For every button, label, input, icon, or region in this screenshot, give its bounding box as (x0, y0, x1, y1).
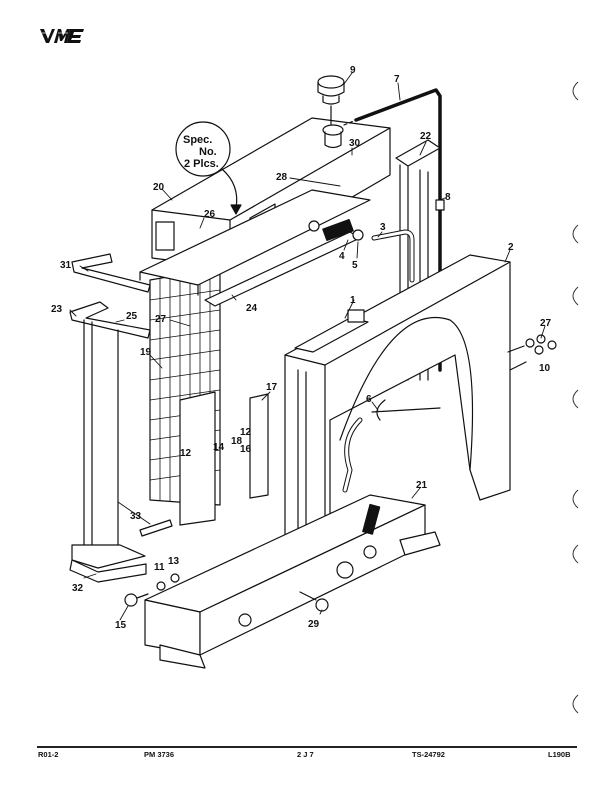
vme-logo-icon (40, 29, 84, 43)
footer-divider (37, 746, 577, 748)
callout-31: 31 (60, 260, 72, 271)
footer-manual-number: PM 3736 (144, 750, 175, 759)
callout-29: 29 (308, 619, 320, 630)
callout-25: 25 (126, 311, 138, 322)
top-flange (139, 189, 371, 286)
binder-hole-icon (566, 223, 580, 245)
bottom-tank (144, 494, 441, 669)
callout-28: 28 (276, 172, 288, 183)
footer-drawing-number: TS-24792 (412, 750, 445, 759)
callout-7: 7 (394, 74, 400, 85)
spec-note-line-1: Spec. (183, 134, 212, 146)
callout-27a: 27 (155, 314, 167, 325)
callout-12b: 12 (240, 427, 252, 438)
callout-23: 23 (51, 304, 63, 315)
callout-17: 17 (266, 382, 278, 393)
vme-logo (40, 27, 86, 50)
side-channel-left (69, 253, 151, 583)
binder-hole-icon (566, 285, 580, 307)
callout-21: 21 (416, 480, 428, 491)
callout-24: 24 (246, 303, 258, 314)
binder-hole-icon (566, 488, 580, 510)
side-plate (179, 391, 216, 526)
radiator-cap (317, 75, 345, 149)
callout-27b: 27 (540, 318, 552, 329)
binder-hole-icon (566, 388, 580, 410)
callout-26: 26 (204, 209, 216, 220)
binder-hole-icon (566, 693, 580, 715)
callout-9: 9 (350, 65, 356, 76)
spec-note-line-2: No. (199, 146, 217, 158)
top-tank (151, 117, 391, 269)
footer-model: L190B (548, 750, 571, 759)
binder-hole-icon (566, 80, 580, 102)
callout-12a: 12 (180, 448, 192, 459)
callout-20: 20 (153, 182, 165, 193)
callout-16: 16 (240, 444, 252, 455)
callout-14: 14 (213, 442, 225, 453)
callout-3: 3 (380, 222, 386, 233)
radiator-frame (294, 317, 369, 353)
callout-19: 19 (140, 347, 152, 358)
upper-hose (322, 218, 354, 242)
callout-15: 15 (115, 620, 127, 631)
callout-4: 4 (339, 251, 345, 262)
callout-11: 11 (154, 562, 165, 573)
callout-1: 1 (350, 295, 356, 306)
callout-30: 30 (349, 138, 361, 149)
callout-6: 6 (366, 394, 372, 405)
footer-revision: R01-2 (38, 750, 59, 759)
callout-18: 18 (231, 436, 243, 447)
upper-pipe (371, 229, 415, 283)
binder-hole-icon (566, 543, 580, 565)
callout-2: 2 (508, 242, 514, 253)
callout-13: 13 (168, 556, 180, 567)
callout-33: 33 (130, 511, 142, 522)
spec-note-line-3: 2 Plcs. (184, 158, 219, 170)
callout-32: 32 (72, 583, 84, 594)
overflow-tube (343, 119, 357, 126)
footer-page-number: 2 J 7 (297, 750, 314, 759)
callout-22: 22 (420, 131, 432, 142)
spec-balloon (175, 121, 231, 177)
callout-5: 5 (352, 260, 358, 271)
callout-10: 10 (539, 363, 551, 374)
callout-8: 8 (445, 192, 451, 203)
